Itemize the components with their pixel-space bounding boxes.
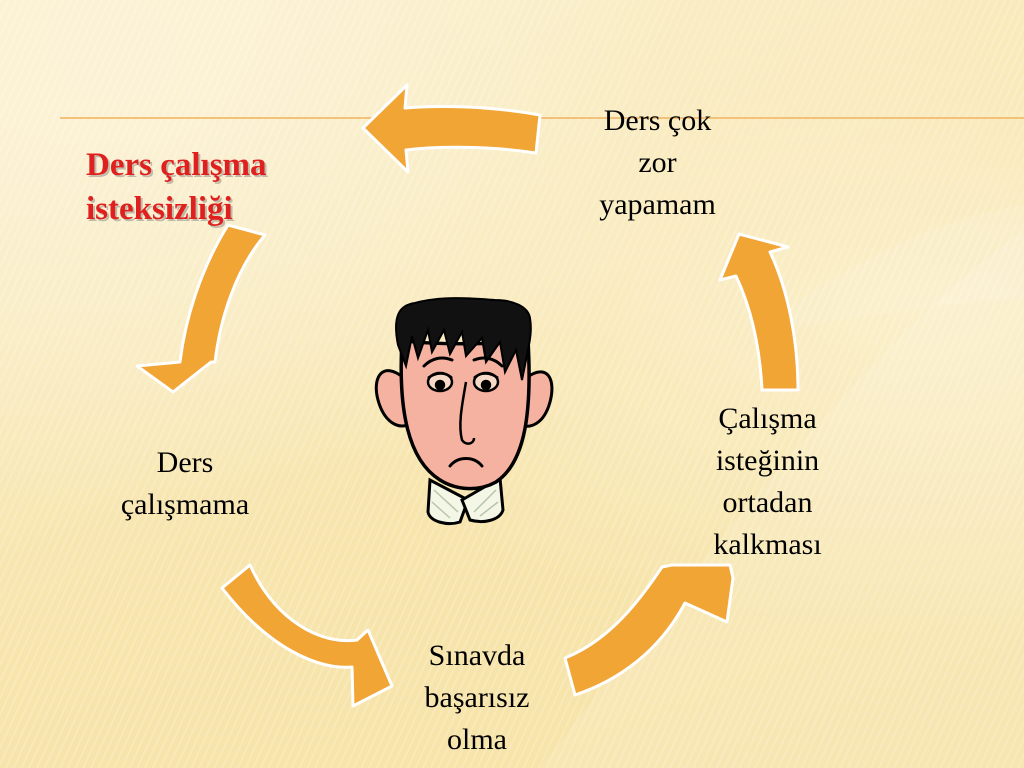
arrow-left-down xyxy=(135,223,267,394)
nose xyxy=(459,381,476,445)
label-not-studying: Ders çalışmama xyxy=(120,446,250,521)
arrow-bottom-to-right xyxy=(563,563,735,697)
mouth xyxy=(448,457,484,468)
arrow-left-to-bottom xyxy=(220,563,394,708)
arrow-right-up xyxy=(718,232,800,392)
collar xyxy=(426,475,505,526)
eyes xyxy=(426,371,500,393)
label-study-unwillingness: Ders çalışma isteksizliği xyxy=(86,147,267,227)
label-loss-of-motivation: Çalışma isteğinin ortadan kalkması xyxy=(713,402,822,561)
label-exam-failure: Sınavda başarısız olma xyxy=(424,639,530,756)
label-lesson-too-hard: Ders çok zor yapamam xyxy=(599,104,716,221)
arrow-top-to-left xyxy=(361,83,542,174)
hair xyxy=(395,297,532,381)
title-divider-line xyxy=(60,117,1024,119)
